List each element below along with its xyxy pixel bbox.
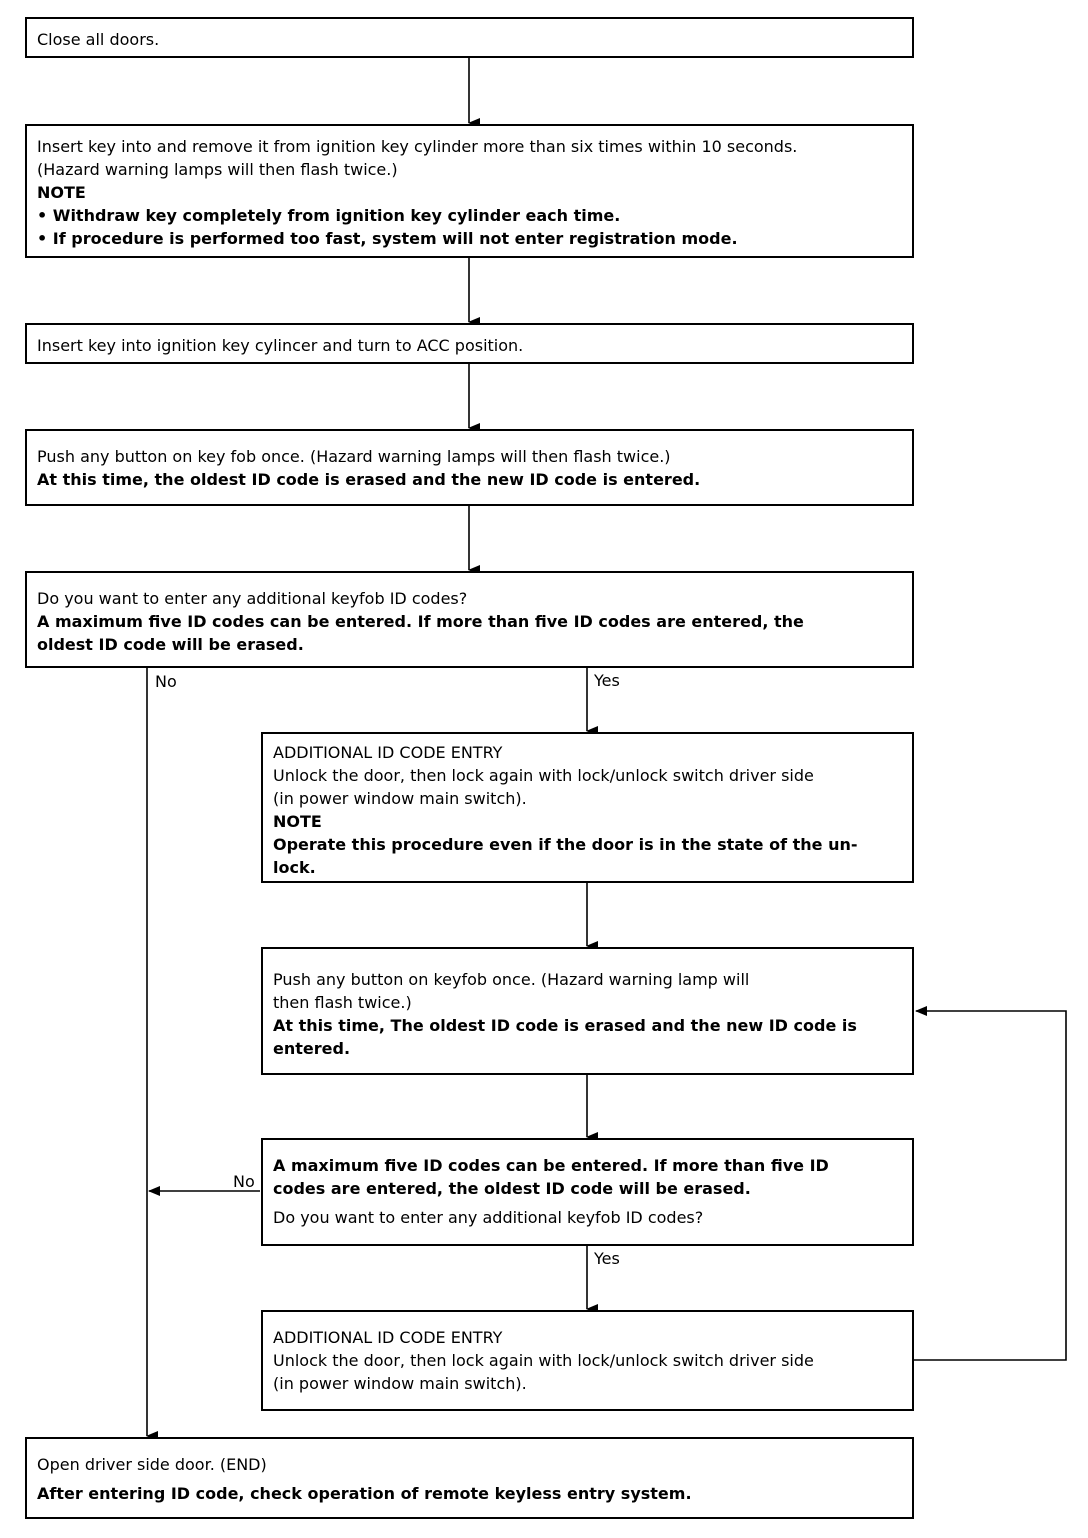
- step-note: A maximum five ID codes can be entered. …: [273, 1156, 829, 1175]
- note-item: • Withdraw key completely from ignition …: [37, 206, 621, 225]
- branch-label-yes: Yes: [594, 671, 620, 690]
- step-text: Do you want to enter any additional keyf…: [273, 1208, 704, 1227]
- step-text: Close all doors.: [37, 30, 160, 49]
- step-text: (Hazard warning lamps will then flash tw…: [37, 160, 398, 179]
- decision-more-codes: A maximum five ID codes can be entered. …: [261, 1138, 914, 1246]
- loop-s9-s7: [914, 1006, 1067, 1361]
- step-note: A maximum five ID codes can be entered. …: [37, 612, 804, 631]
- step-text: Do you want to enter any additional keyf…: [37, 589, 468, 608]
- step-note: entered.: [273, 1039, 351, 1058]
- step-open-driver-door: Open driver side door. (END) After enter…: [25, 1437, 914, 1519]
- step-heading: ADDITIONAL ID CODE ENTRY: [273, 743, 503, 762]
- decision-additional-codes: Do you want to enter any additional keyf…: [25, 571, 914, 668]
- step-close-doors: Close all doors.: [25, 17, 914, 58]
- step-insert-remove-key: Insert key into and remove it from ignit…: [25, 124, 914, 258]
- step-text: Insert key into ignition key cylincer an…: [37, 336, 524, 355]
- step-text: Unlock the door, then lock again with lo…: [273, 1351, 814, 1370]
- step-text: Unlock the door, then lock again with lo…: [273, 766, 814, 785]
- step-note: At this time, The oldest ID code is eras…: [273, 1016, 857, 1035]
- note-item: Operate this procedure even if the door …: [273, 835, 858, 854]
- note-heading: NOTE: [37, 183, 86, 202]
- step-push-key-fob: Push any button on key fob once. (Hazard…: [25, 429, 914, 506]
- branch-label-yes: Yes: [594, 1249, 620, 1268]
- step-push-keyfob-again: Push any button on keyfob once. (Hazard …: [261, 947, 914, 1075]
- step-text: Insert key into and remove it from ignit…: [37, 137, 798, 156]
- step-note: codes are entered, the oldest ID code wi…: [273, 1179, 751, 1198]
- step-note: oldest ID code will be erased.: [37, 635, 304, 654]
- step-note: At this time, the oldest ID code is eras…: [37, 470, 701, 489]
- step-text: Push any button on keyfob once. (Hazard …: [273, 970, 750, 989]
- branch-label-no: No: [155, 672, 177, 691]
- step-note: After entering ID code, check operation …: [37, 1484, 692, 1503]
- step-text: then flash twice.): [273, 993, 412, 1012]
- step-text: Push any button on key fob once. (Hazard…: [37, 447, 671, 466]
- step-text: (in power window main switch).: [273, 1374, 527, 1393]
- note-item: lock.: [273, 858, 316, 877]
- step-heading: ADDITIONAL ID CODE ENTRY: [273, 1328, 503, 1347]
- branch-label-no: No: [233, 1172, 255, 1191]
- step-text: Open driver side door. (END): [37, 1455, 267, 1474]
- step-acc-position: Insert key into ignition key cylincer an…: [25, 323, 914, 364]
- note-item: • If procedure is performed too fast, sy…: [37, 229, 738, 248]
- note-heading: NOTE: [273, 812, 322, 831]
- step-text: (in power window main switch).: [273, 789, 527, 808]
- step-additional-entry-2: ADDITIONAL ID CODE ENTRY Unlock the door…: [261, 1310, 914, 1411]
- step-additional-entry-1: ADDITIONAL ID CODE ENTRY Unlock the door…: [261, 732, 914, 883]
